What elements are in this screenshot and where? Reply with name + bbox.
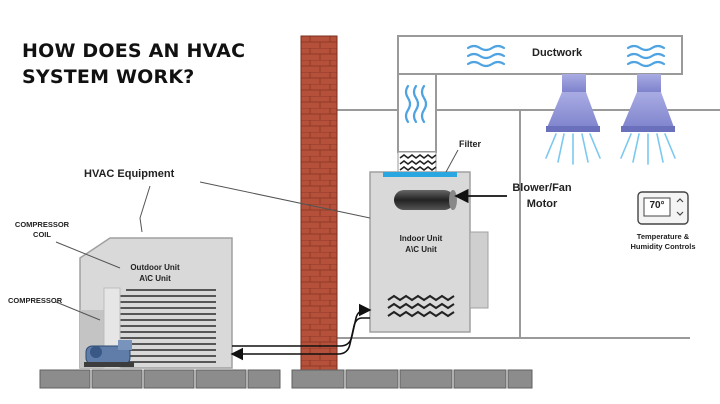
ground-slabs <box>39 369 533 389</box>
label-indoor-unit-line-1: Indoor Unit <box>399 234 443 243</box>
label-compressor-coil-line-2: COIL <box>33 230 51 239</box>
label-compressor: COMPRESSOR <box>8 296 63 305</box>
label-outdoor-unit-line-1: Outdoor Unit <box>130 263 180 272</box>
label-blower-fan-motor: Blower/Fan Motor <box>510 180 574 212</box>
label-hvac-equipment: HVAC Equipment <box>84 168 175 180</box>
page-title: HOW DOES AN HVAC SYSTEM WORK? <box>22 38 245 90</box>
title-line-2: SYSTEM WORK? <box>22 66 195 88</box>
filter-bar <box>383 172 457 177</box>
label-temp-line-1: Temperature & <box>636 232 690 241</box>
leader-lines <box>55 149 507 321</box>
title-line-1: HOW DOES AN HVAC <box>22 40 246 62</box>
label-blower-line-2: Motor <box>526 198 558 210</box>
label-temperature-controls: Temperature & Humidity Controls <box>610 232 716 252</box>
blower-motor <box>394 190 454 210</box>
label-indoor-unit-line-2: A\C Unit <box>405 245 437 254</box>
label-ductwork: Ductwork <box>532 47 583 59</box>
indoor-unit <box>369 151 489 333</box>
refrigerant-lines <box>230 303 372 361</box>
vent-left <box>546 74 600 132</box>
airflow-icon <box>404 44 666 124</box>
label-filter: Filter <box>459 139 482 149</box>
thermostat-icon <box>637 191 689 225</box>
label-temp-line-2: Humidity Controls <box>630 242 696 251</box>
label-compressor-coil-line-1: COMPRESSOR <box>14 220 70 229</box>
cold-air-icon <box>545 133 676 165</box>
vent-right <box>621 74 675 132</box>
label-blower-line-1: Blower/Fan <box>512 182 572 194</box>
thermostat-display: 70° <box>649 200 665 211</box>
outdoor-unit <box>79 237 233 369</box>
label-indoor-unit: Indoor Unit A\C Unit <box>386 233 456 255</box>
label-outdoor-unit-line-2: A\C Unit <box>139 274 171 283</box>
label-compressor-coil: COMPRESSOR COIL <box>10 220 74 240</box>
compressor-icon <box>84 340 134 367</box>
brick-wall <box>300 35 338 371</box>
label-outdoor-unit: Outdoor Unit A\C Unit <box>120 262 190 284</box>
